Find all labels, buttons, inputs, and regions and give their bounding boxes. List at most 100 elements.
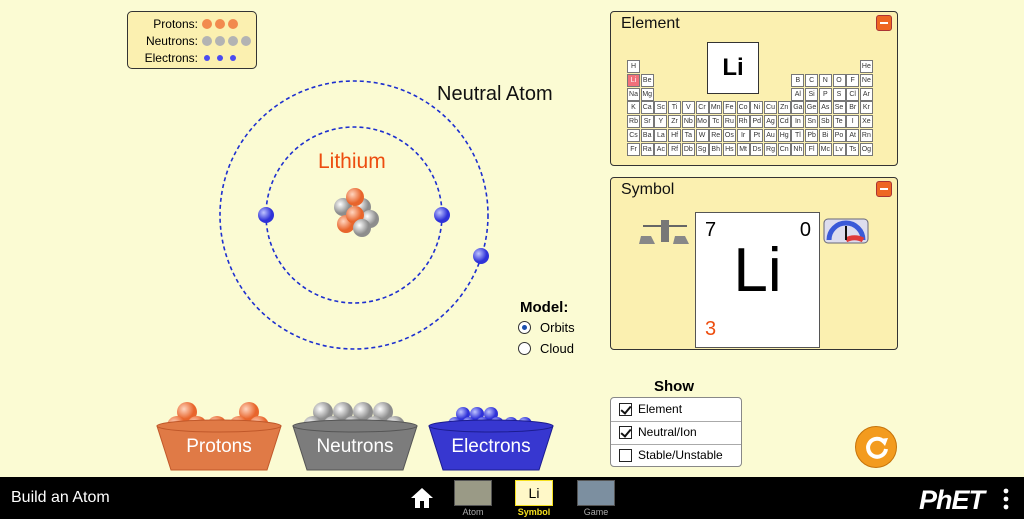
periodic-table-cell[interactable]: At bbox=[846, 129, 860, 142]
periodic-table-cell[interactable]: Tc bbox=[709, 115, 723, 129]
show-element-option[interactable]: Element bbox=[619, 399, 682, 419]
electron[interactable] bbox=[434, 207, 450, 223]
periodic-table-cell[interactable]: Ru bbox=[722, 115, 736, 129]
protons-bucket[interactable]: Protons bbox=[155, 400, 283, 472]
symbol-panel-collapse-button[interactable] bbox=[876, 181, 892, 197]
periodic-table-cell[interactable]: Fr bbox=[627, 142, 640, 156]
periodic-table-cell[interactable]: Pt bbox=[750, 129, 764, 142]
periodic-table-cell[interactable]: Po bbox=[832, 129, 846, 142]
periodic-table-cell[interactable]: Rg bbox=[764, 142, 777, 156]
periodic-table-cell[interactable]: Hs bbox=[722, 142, 736, 156]
periodic-table-cell[interactable]: Si bbox=[805, 87, 819, 101]
periodic-table-cell[interactable]: Ga bbox=[791, 101, 805, 115]
periodic-table-cell[interactable]: Zr bbox=[668, 115, 682, 129]
periodic-table-cell[interactable]: Cd bbox=[777, 115, 791, 129]
periodic-table-cell[interactable]: Br bbox=[846, 101, 860, 115]
periodic-table-cell[interactable]: W bbox=[695, 129, 709, 142]
show-stable-unstable-option[interactable]: Stable/Unstable bbox=[619, 445, 723, 465]
periodic-table-cell[interactable]: Ds bbox=[750, 142, 764, 156]
periodic-table-cell[interactable]: Ag bbox=[764, 115, 777, 129]
home-icon[interactable] bbox=[410, 487, 434, 509]
orbits-radio[interactable] bbox=[518, 320, 531, 334]
periodic-table-cell[interactable]: Bi bbox=[818, 129, 832, 142]
periodic-table-cell[interactable]: Sc bbox=[654, 101, 668, 115]
periodic-table-cell[interactable]: Cs bbox=[627, 129, 640, 142]
model-option-orbits[interactable]: Orbits bbox=[518, 317, 575, 337]
periodic-table-cell[interactable]: In bbox=[791, 115, 805, 129]
periodic-table-cell[interactable]: Re bbox=[709, 129, 723, 142]
periodic-table-cell[interactable]: Sn bbox=[805, 115, 819, 129]
model-option-cloud[interactable]: Cloud bbox=[518, 338, 575, 358]
periodic-table-cell[interactable]: Zn bbox=[777, 101, 791, 115]
periodic-table-cell[interactable]: Ti bbox=[668, 101, 682, 115]
periodic-table-cell[interactable]: Os bbox=[722, 129, 736, 142]
cloud-radio[interactable] bbox=[518, 341, 531, 355]
periodic-table-cell[interactable]: Y bbox=[654, 115, 668, 129]
periodic-table-cell[interactable]: Sg bbox=[695, 142, 709, 156]
periodic-table-cell[interactable]: O bbox=[832, 73, 846, 87]
periodic-table-cell[interactable]: B bbox=[791, 73, 805, 87]
periodic-table-cell[interactable]: Rb bbox=[627, 115, 640, 129]
periodic-table-cell[interactable]: Kr bbox=[859, 101, 873, 115]
periodic-table-cell[interactable]: Ge bbox=[805, 101, 819, 115]
periodic-table-cell[interactable]: Ba bbox=[640, 129, 654, 142]
periodic-table-cell[interactable]: Cu bbox=[764, 101, 777, 115]
periodic-table-cell[interactable]: Ar bbox=[859, 87, 873, 101]
nucleus[interactable] bbox=[334, 188, 379, 237]
periodic-table-cell[interactable]: C bbox=[805, 73, 819, 87]
nav-screen-game[interactable]: Game bbox=[576, 479, 616, 517]
periodic-table-cell[interactable]: Rh bbox=[736, 115, 750, 129]
periodic-table-cell[interactable]: Fe bbox=[722, 101, 736, 115]
periodic-table-cell[interactable]: Hf bbox=[668, 129, 682, 142]
periodic-table-cell[interactable]: Co bbox=[736, 101, 750, 115]
periodic-table-cell[interactable]: Ne bbox=[859, 73, 873, 87]
periodic-table-cell[interactable]: Cr bbox=[695, 101, 709, 115]
periodic-table-cell[interactable]: Ta bbox=[681, 129, 695, 142]
periodic-table-cell[interactable]: Te bbox=[832, 115, 846, 129]
periodic-table-cell[interactable]: Fl bbox=[805, 142, 819, 156]
periodic-table-cell[interactable]: Ca bbox=[640, 101, 654, 115]
show-neutral-ion-option[interactable]: Neutral/Ion bbox=[619, 422, 697, 442]
periodic-table-cell[interactable]: Al bbox=[791, 87, 805, 101]
periodic-table-cell[interactable]: La bbox=[654, 129, 668, 142]
periodic-table-cell[interactable]: Li bbox=[627, 73, 640, 87]
menu-dots-icon[interactable] bbox=[1002, 488, 1010, 510]
periodic-table-cell[interactable]: Mn bbox=[709, 101, 723, 115]
periodic-table-cell[interactable]: Ni bbox=[750, 101, 764, 115]
periodic-table-cell[interactable]: Cn bbox=[777, 142, 791, 156]
periodic-table-cell[interactable]: N bbox=[818, 73, 832, 87]
element-panel-collapse-button[interactable] bbox=[876, 15, 892, 31]
periodic-table-cell[interactable]: Sb bbox=[818, 115, 832, 129]
periodic-table-cell[interactable]: Nb bbox=[681, 115, 695, 129]
periodic-table-cell[interactable]: Pd bbox=[750, 115, 764, 129]
periodic-table-cell[interactable]: Ir bbox=[736, 129, 750, 142]
electrons-bucket[interactable]: Electrons bbox=[427, 400, 555, 472]
nav-screen-symbol[interactable]: Li Symbol bbox=[514, 479, 554, 517]
periodic-table-cell[interactable]: Mc bbox=[818, 142, 832, 156]
periodic-table-cell[interactable]: Mt bbox=[736, 142, 750, 156]
periodic-table-cell[interactable]: Db bbox=[681, 142, 695, 156]
periodic-table-cell[interactable]: Ra bbox=[640, 142, 654, 156]
periodic-table-cell[interactable]: F bbox=[846, 73, 860, 87]
element-checkbox[interactable] bbox=[619, 402, 632, 416]
periodic-table-cell[interactable]: K bbox=[627, 101, 640, 115]
periodic-table-cell[interactable]: Ac bbox=[654, 142, 668, 156]
periodic-table-cell[interactable]: Se bbox=[832, 101, 846, 115]
periodic-table-cell[interactable]: Mg bbox=[640, 87, 654, 101]
periodic-table-cell[interactable]: I bbox=[846, 115, 860, 129]
periodic-table-cell[interactable]: Bh bbox=[709, 142, 723, 156]
periodic-table-cell[interactable]: Sr bbox=[640, 115, 654, 129]
periodic-table-cell[interactable]: H bbox=[627, 60, 640, 73]
neutral-ion-checkbox[interactable] bbox=[619, 425, 632, 439]
periodic-table-cell[interactable]: Rn bbox=[859, 129, 873, 142]
periodic-table-cell[interactable]: Mo bbox=[695, 115, 709, 129]
periodic-table-cell[interactable]: Nh bbox=[791, 142, 805, 156]
periodic-table-cell[interactable]: Na bbox=[627, 87, 640, 101]
periodic-table-cell[interactable]: Cl bbox=[846, 87, 860, 101]
electron[interactable] bbox=[258, 207, 274, 223]
periodic-table-cell[interactable]: Tl bbox=[791, 129, 805, 142]
periodic-table-cell[interactable]: Lv bbox=[832, 142, 846, 156]
electron[interactable] bbox=[473, 248, 489, 264]
neutrons-bucket[interactable]: Neutrons bbox=[291, 400, 419, 472]
periodic-table-cell[interactable]: Rf bbox=[668, 142, 682, 156]
